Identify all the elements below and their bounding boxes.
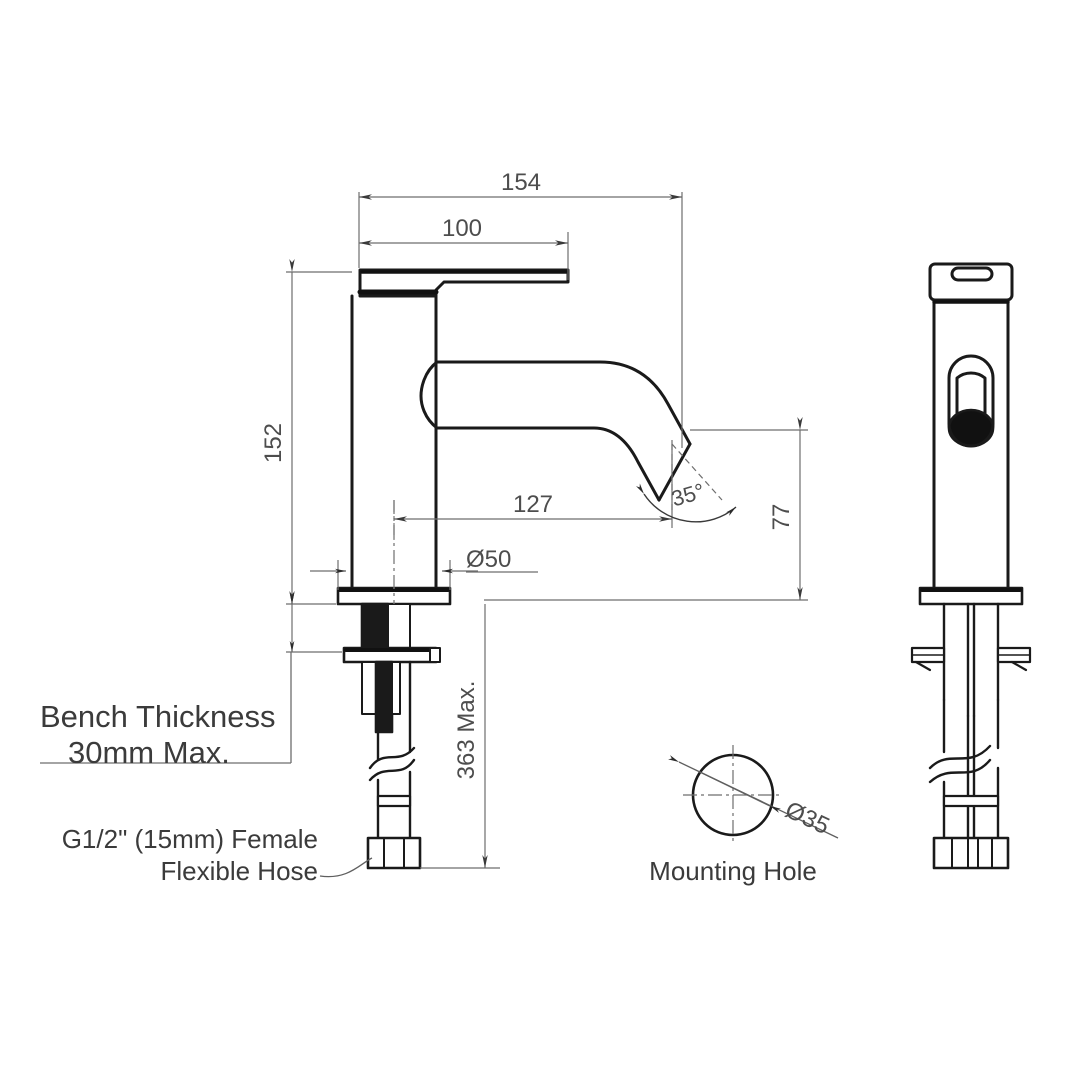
hose-break-line [368, 746, 416, 770]
spout-shoulder [419, 360, 439, 430]
fixing-plate [342, 646, 441, 664]
side-base-flange [918, 586, 1024, 606]
dim-label-77: 77 [768, 504, 795, 531]
threaded-shank [360, 602, 411, 652]
side-body [932, 298, 1010, 590]
dim-label-d50: Ø50 [466, 546, 511, 573]
side-clamp-right [996, 646, 1032, 672]
mounting-hole-label: Mounting Hole [649, 856, 817, 886]
side-spout-outlet [947, 354, 995, 448]
angle-dimension-35 [636, 443, 737, 523]
side-lever-cap [928, 262, 1014, 302]
side-flexible-hoses [928, 698, 1010, 870]
side-mounting-brackets [910, 602, 1032, 718]
dimension-group-top [358, 192, 683, 448]
mounting-hole-detail [668, 745, 839, 845]
spout-lower-profile [435, 426, 661, 502]
side-hose-hex-nut [932, 836, 1010, 870]
dim-label-127: 127 [513, 491, 553, 518]
dim-label-154: 154 [501, 169, 541, 196]
dimension-group-77 [484, 417, 808, 601]
mixer-body [350, 294, 438, 590]
dim-label-152: 152 [260, 423, 287, 463]
bench-note-line1: Bench Thickness [40, 699, 276, 734]
flexible-hose [366, 660, 422, 870]
dim-label-100: 100 [442, 215, 482, 242]
bench-note-line2: 30mm Max. [68, 735, 230, 770]
dimension-group-363 [420, 604, 500, 869]
dim-label-363: 363 Max. [453, 681, 480, 780]
dimension-group-d50 [310, 560, 538, 590]
side-elevation-view [910, 262, 1032, 870]
hose-hex-nut [366, 836, 422, 870]
side-clamp-left [910, 646, 946, 672]
hose-note-line2: Flexible Hose [160, 856, 318, 886]
angle-arc [636, 483, 737, 523]
dimension-group-152 [286, 259, 352, 653]
hose-note-leader [319, 857, 373, 878]
bench-note-leader [40, 652, 292, 764]
hose-connector [361, 660, 401, 734]
side-hose-break-line [928, 744, 992, 770]
hose-note-line1: G1/2" (15mm) Female [62, 824, 318, 854]
